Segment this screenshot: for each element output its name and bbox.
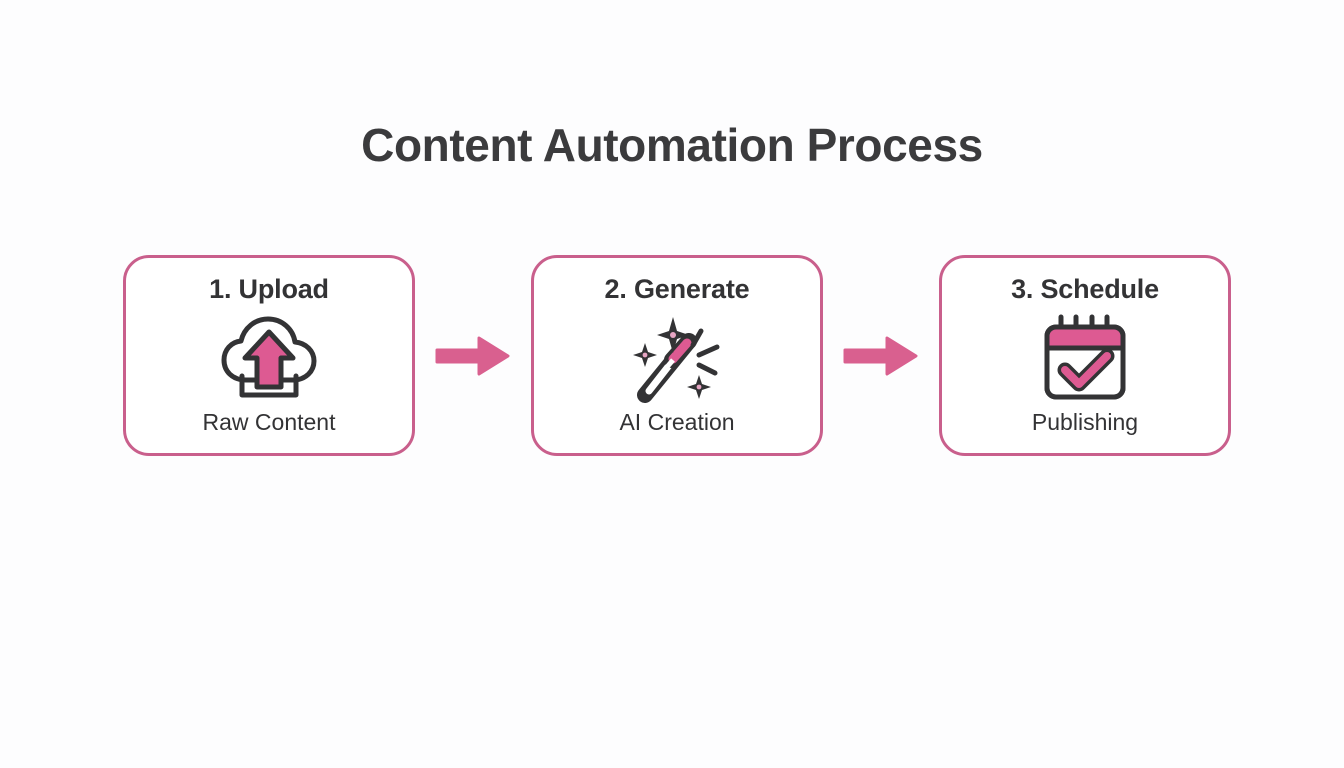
connector-2 [833,328,929,384]
step-card-generate[interactable]: 2. Generate [531,255,823,456]
step-card-label: Raw Content [202,408,336,435]
cloud-upload-icon [221,316,317,398]
step-card-label: AI Creation [619,408,735,435]
step-card-label: Publishing [1031,408,1139,435]
arrow-right-icon [435,336,510,375]
page-title: Content Automation Process [361,119,983,171]
arrow-right-icon [843,336,918,375]
step-icon-wrap [126,305,412,410]
calendar-check-icon [1044,314,1126,400]
step-card-title: 3. Schedule [1011,274,1159,304]
process-flow: 1. Upload Raw Content 2. Generate [123,255,1231,456]
step-card-schedule[interactable]: 3. Schedule [939,255,1231,456]
step-card-title: 2. Generate [604,274,750,304]
step-card-upload[interactable]: 1. Upload Raw Content [123,255,415,456]
step-card-title: 1. Upload [209,274,329,304]
connector-1 [425,328,521,384]
step-icon-wrap [534,305,820,410]
step-icon-wrap [942,305,1228,410]
magic-wand-icon [633,317,720,404]
